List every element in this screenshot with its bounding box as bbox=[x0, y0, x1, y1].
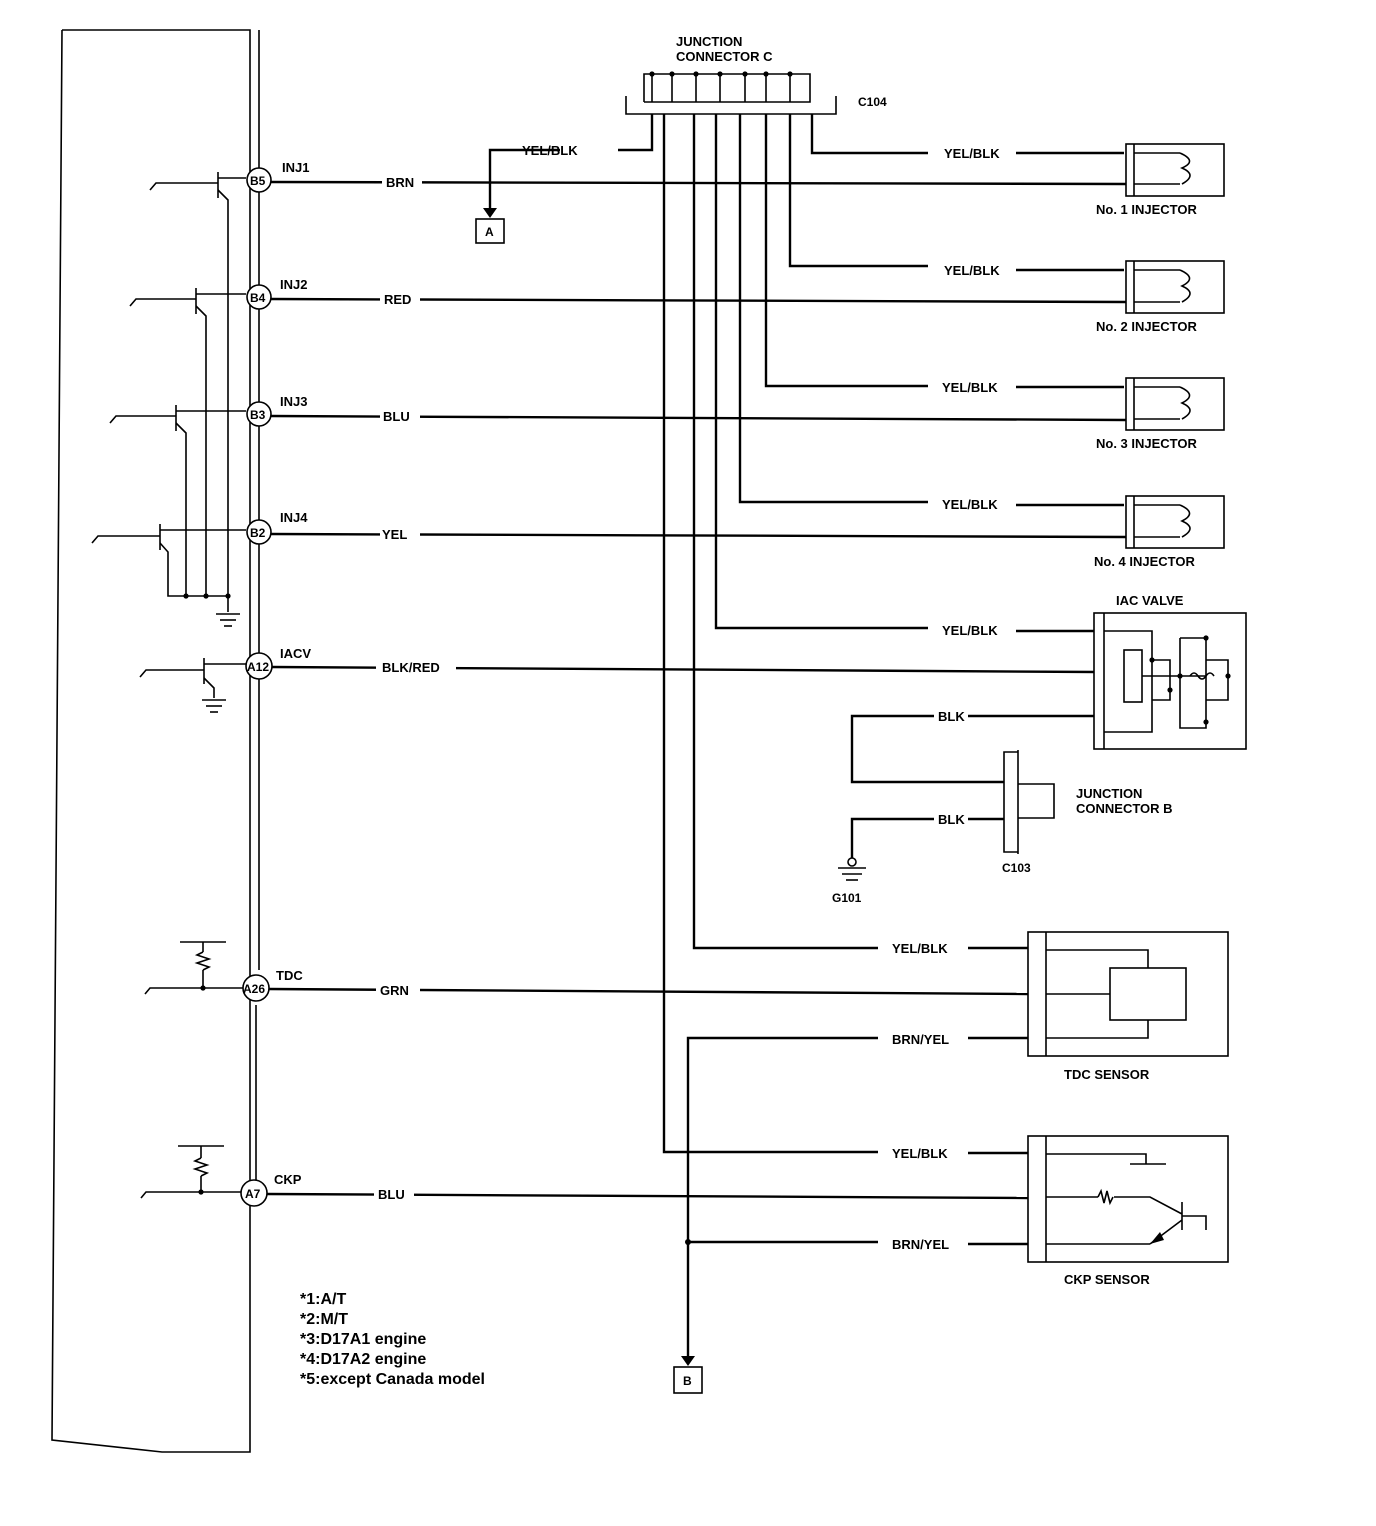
g101-label: G101 bbox=[832, 891, 862, 905]
branch-a: YEL/BLK A bbox=[475, 143, 578, 244]
injector-4-feed-label: YEL/BLK bbox=[942, 497, 998, 512]
junction-connector-c: JUNCTION CONNECTOR C C104 bbox=[625, 34, 887, 115]
wire-label-iacv: BLK/RED bbox=[382, 660, 440, 675]
injector-4: No. 4 INJECTOR YEL/BLK bbox=[928, 494, 1225, 569]
signal-label: INJ1 bbox=[282, 160, 309, 175]
signal-wires bbox=[266, 180, 1127, 1200]
iac-ground-path: BLK bbox=[850, 709, 1094, 784]
yel-blk-distribution bbox=[483, 114, 1124, 1155]
wire-label-inj2: RED bbox=[384, 292, 411, 307]
injector-1-feed-label: YEL/BLK bbox=[944, 146, 1000, 161]
tdc-return-label: BRN/YEL bbox=[892, 1032, 949, 1047]
wire-label-inj1: BRN bbox=[386, 175, 414, 190]
wire-label-ckp: BLU bbox=[378, 1187, 405, 1202]
wire-label-tdc: GRN bbox=[380, 983, 409, 998]
ecm-pin-b3: B3 INJ3 bbox=[246, 394, 307, 427]
pin-label: B5 bbox=[250, 174, 266, 188]
signal-label: INJ4 bbox=[280, 510, 308, 525]
ecm-outline bbox=[51, 29, 251, 1453]
iacv-driver bbox=[139, 658, 246, 713]
ckp-feed-label: YEL/BLK bbox=[892, 1146, 948, 1161]
injector-4-label: No. 4 INJECTOR bbox=[1094, 554, 1196, 569]
junction-b-ground-wire-label: BLK bbox=[938, 812, 965, 827]
tdc-input-circuit bbox=[144, 941, 243, 995]
iac-valve-label: IAC VALVE bbox=[1116, 593, 1184, 608]
injector-2-feed-label: YEL/BLK bbox=[944, 263, 1000, 278]
pin-label: B4 bbox=[250, 291, 266, 305]
ecm-pin-a12: A12 IACV bbox=[245, 646, 311, 680]
ecm-pin-b5: B5 INJ1 bbox=[246, 160, 309, 193]
note-3: *3:D17A1 engine bbox=[300, 1331, 426, 1348]
tdc-feed-label: YEL/BLK bbox=[892, 941, 948, 956]
junction-connector-c-title-1: JUNCTION bbox=[676, 34, 742, 49]
pin-label: B2 bbox=[250, 526, 266, 540]
injector-3-feed-label: YEL/BLK bbox=[942, 380, 998, 395]
junction-c-pins bbox=[649, 71, 793, 102]
footnotes: *1:A/T *2:M/T *3:D17A1 engine *4:D17A2 e… bbox=[300, 1291, 485, 1388]
branch-a-tag: A bbox=[485, 225, 494, 239]
injector-2-label: No. 2 INJECTOR bbox=[1096, 319, 1198, 334]
iac-valve-feed-label: YEL/BLK bbox=[942, 623, 998, 638]
injector-3: No. 3 INJECTOR YEL/BLK bbox=[928, 377, 1225, 451]
ckp-input-circuit bbox=[140, 1145, 241, 1199]
injector-1-label: No. 1 INJECTOR bbox=[1096, 202, 1198, 217]
junction-connector-b: JUNCTION CONNECTOR B C103 BLK G101 bbox=[832, 750, 1173, 905]
ecm-pin-a26: A26 TDC bbox=[242, 968, 303, 1002]
signal-label: IACV bbox=[280, 646, 311, 661]
injector-3-label: No. 3 INJECTOR bbox=[1096, 436, 1198, 451]
ckp-sensor-label: CKP SENSOR bbox=[1064, 1272, 1150, 1287]
pin-label: A26 bbox=[243, 982, 265, 996]
ecm-pin-b4: B4 INJ2 bbox=[246, 277, 307, 310]
signal-label: CKP bbox=[274, 1172, 302, 1187]
pin-label: A12 bbox=[247, 660, 269, 674]
c103-label: C103 bbox=[1002, 861, 1031, 875]
note-1: *1:A/T bbox=[300, 1291, 346, 1308]
note-5: *5:except Canada model bbox=[300, 1371, 485, 1388]
branch-b: B bbox=[673, 1366, 703, 1394]
signal-label: INJ3 bbox=[280, 394, 307, 409]
ecm-pin-b2: B2 INJ4 bbox=[246, 510, 308, 545]
branch-b-tag: B bbox=[683, 1374, 692, 1388]
wire-label-inj4: YEL bbox=[382, 527, 407, 542]
note-4: *4:D17A2 engine bbox=[300, 1351, 426, 1368]
wire-color-labels: BRN RED BLU YEL BLK/RED GRN BLU bbox=[374, 172, 456, 1202]
ckp-sensor: CKP SENSOR YEL/BLK BRN/YEL bbox=[878, 1135, 1229, 1287]
injector-drivers bbox=[91, 172, 246, 627]
iac-ground-wire-label: BLK bbox=[938, 709, 965, 724]
signal-label: INJ2 bbox=[280, 277, 307, 292]
c104-label: C104 bbox=[858, 95, 887, 109]
wire-label-inj3: BLU bbox=[383, 409, 410, 424]
tdc-sensor: TDC SENSOR YEL/BLK bbox=[878, 931, 1229, 1082]
junction-connector-c-title-2: CONNECTOR C bbox=[676, 49, 773, 64]
signal-label: TDC bbox=[276, 968, 303, 983]
junction-b-title-1: JUNCTION bbox=[1076, 786, 1142, 801]
ckp-return-label: BRN/YEL bbox=[892, 1237, 949, 1252]
note-2: *2:M/T bbox=[300, 1311, 348, 1328]
junction-b-title-2: CONNECTOR B bbox=[1076, 801, 1173, 816]
ecm-pin-a7: A7 CKP bbox=[240, 1172, 302, 1207]
iac-valve: IAC VALVE YEL/BLK bbox=[928, 593, 1247, 750]
brn-yel-return: BRN/YEL bbox=[681, 1030, 1028, 1366]
branch-a-wire-label: YEL/BLK bbox=[522, 143, 578, 158]
tdc-sensor-label: TDC SENSOR bbox=[1064, 1067, 1150, 1082]
injector-1: No. 1 INJECTOR YEL/BLK bbox=[928, 143, 1225, 217]
pin-label: B3 bbox=[250, 408, 266, 422]
pin-label: A7 bbox=[245, 1187, 261, 1201]
injector-2: No. 2 INJECTOR YEL/BLK bbox=[928, 260, 1225, 334]
